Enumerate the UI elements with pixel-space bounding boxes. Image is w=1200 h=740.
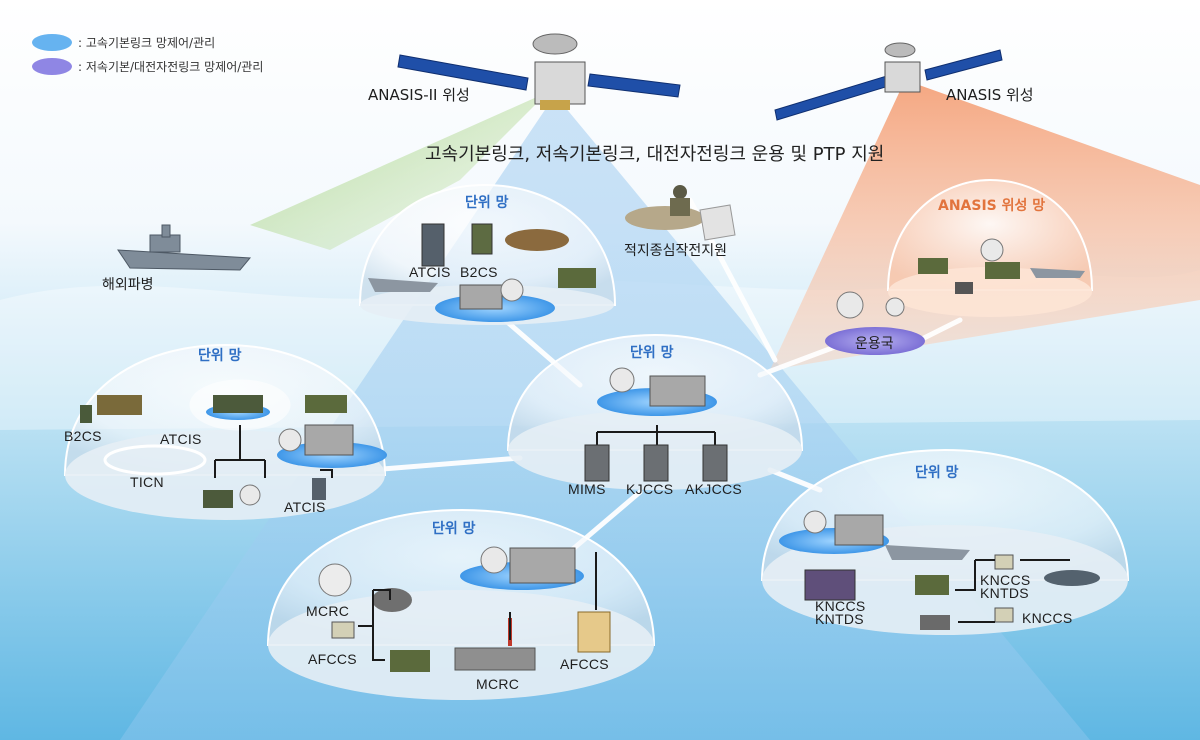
radio-terminal-icon: [80, 405, 92, 423]
truck-icon: [558, 268, 596, 288]
truck-icon: [915, 575, 949, 595]
unit-net-left-title: 단위 망: [198, 348, 242, 364]
legend-swatch-icon: [32, 58, 72, 75]
pad-ops-station: [825, 327, 925, 355]
link-left-center: [367, 455, 523, 473]
overseas-ship-icon: [117, 224, 252, 271]
right-knccs-kntds-upper-label: KNCCS KNTDS: [980, 572, 1031, 601]
network-links: [367, 197, 963, 563]
unit-net-right-title: 단위 망: [915, 465, 959, 481]
internal-wiring: [214, 425, 1070, 661]
satellite-dish-icon: [980, 238, 1004, 262]
truck-icon: [305, 395, 347, 413]
anasis-net-title: ANASIS 위성 망: [938, 198, 1046, 214]
amphibious-vehicle-icon: [505, 229, 569, 251]
server-rack-icon: [804, 569, 856, 601]
truck-icon: [390, 650, 430, 672]
left-atcis-bottom-label: ATCIS: [284, 499, 326, 515]
satellite-dish-icon: [239, 484, 261, 506]
satellite-dish-icon: [609, 367, 635, 393]
unit-net-center-dome: [506, 333, 804, 490]
tank-icon: [97, 395, 142, 415]
anasis2-label: ANASIS-II 위성: [368, 86, 470, 104]
cabinet-icon: [577, 611, 611, 653]
overseas-label: 해외파병: [102, 277, 154, 293]
ticn-ring: [103, 444, 207, 476]
command-building-icon: [454, 647, 536, 671]
legend-label: : 저속기본/대전자전링크 망제어/관리: [78, 60, 264, 74]
kntds-text: KNTDS: [980, 585, 1029, 601]
satellite-dish-icon: [885, 297, 905, 317]
anasis-label: ANASIS 위성: [946, 86, 1034, 104]
shelter-icon: [955, 282, 973, 294]
anasis2-green-beam: [250, 92, 548, 250]
right-knccs-label: KNCCS: [1022, 610, 1073, 626]
akjccs-server-icon: [702, 444, 728, 482]
truck-icon: [203, 490, 233, 508]
unit-net-center-title: 단위 망: [630, 345, 674, 361]
top-atcis-label: ATCIS: [409, 264, 451, 280]
satellite-dish-icon: [500, 278, 524, 302]
unit-net-top-title: 단위 망: [465, 195, 509, 211]
legend-item-high-speed: : 고속기본링크 망제어/관리: [32, 34, 215, 51]
ship-icon: [368, 278, 438, 292]
shelter-icon: [304, 424, 354, 456]
satellite-dish-icon: [803, 510, 827, 534]
pc-terminal-icon: [994, 554, 1014, 570]
satellite-dish-icon: [278, 428, 302, 452]
pc-terminal-icon: [331, 621, 355, 639]
shelter-icon: [509, 547, 576, 584]
ticn-label: TICN: [130, 474, 164, 490]
unit-net-bottom-title: 단위 망: [432, 521, 476, 537]
shelter-icon: [649, 375, 706, 407]
left-atcis-label: ATCIS: [160, 431, 202, 447]
satellite-dish-icon: [372, 588, 412, 612]
kntds-text: KNTDS: [815, 611, 864, 627]
truck-icon: [985, 262, 1020, 279]
special-ops-label: 적지종심작전지원: [624, 243, 728, 259]
knccs-text: KNCCS: [815, 598, 866, 614]
truck-icon: [213, 395, 263, 413]
ship-icon: [885, 545, 970, 560]
mims-server-icon: [584, 444, 610, 482]
ship-icon: [1030, 268, 1085, 278]
shelter-icon: [459, 284, 503, 310]
kjccs-server-icon: [643, 444, 669, 482]
truck-icon: [918, 258, 948, 274]
anasis-satellite-icon: [774, 42, 1003, 121]
legend-swatch-icon: [32, 34, 72, 51]
bottom-afccs-label: AFCCS: [308, 651, 357, 667]
truck-icon: [920, 615, 950, 630]
right-knccs-kntds-lower-label: KNCCS KNTDS: [815, 598, 866, 627]
equipment-glyphs: [80, 223, 1100, 672]
bottom-afccs-right-label: AFCCS: [560, 656, 609, 672]
satellite-dish-icon: [836, 291, 864, 319]
kjccs-label: KJCCS: [626, 481, 674, 497]
akjccs-label: AKJCCS: [685, 481, 743, 497]
bottom-mcrc-center-label: MCRC: [476, 676, 520, 692]
left-b2cs-label: B2CS: [64, 428, 102, 444]
shelter-icon: [834, 514, 884, 546]
server-rack-icon: [312, 478, 326, 500]
link-ops-center: [757, 342, 843, 378]
anasis2-satellite-icon: [397, 33, 681, 110]
ops-station-label: 운용국: [855, 336, 894, 352]
page-title: 고속기본링크, 저속기본링크, 대전자전링크 운용 및 PTP 지원: [425, 144, 885, 165]
pc-terminal-icon: [994, 607, 1014, 623]
special-ops-soldier-icon: [625, 185, 736, 241]
link-ops-anasis: [917, 317, 963, 343]
bottom-mcrc-label: MCRC: [306, 603, 350, 619]
radio-terminal-icon: [471, 223, 493, 255]
satellite-dish-icon: [318, 563, 352, 597]
top-b2cs-label: B2CS: [460, 264, 498, 280]
satellite-dish-icon: [480, 546, 508, 574]
center-servers: [584, 444, 728, 482]
knccs-text: KNCCS: [980, 572, 1031, 588]
server-rack-icon: [421, 223, 445, 267]
legend-item-low-speed: : 저속기본/대전자전링크 망제어/관리: [32, 58, 263, 75]
legend-label: : 고속기본링크 망제어/관리: [78, 36, 216, 50]
submarine-icon: [1044, 570, 1100, 586]
mims-label: MIMS: [568, 481, 606, 497]
